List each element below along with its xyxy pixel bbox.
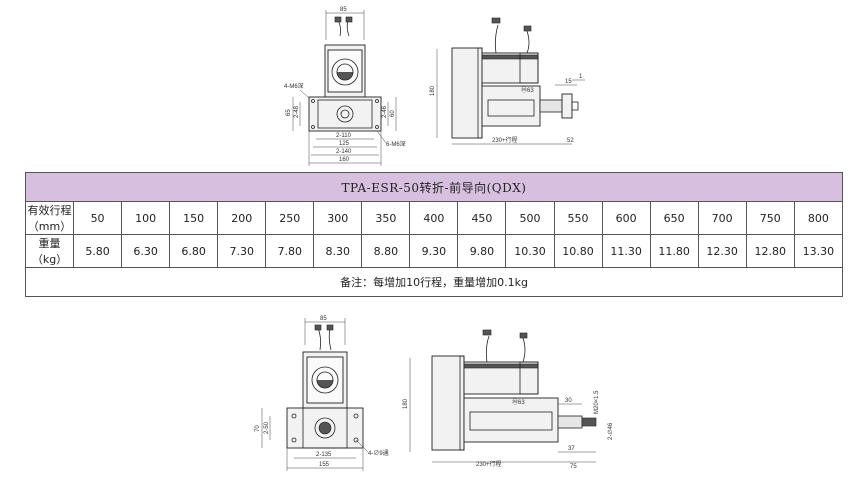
weight-cell: 12.80 [745, 234, 795, 268]
stroke-cell: 200 [217, 201, 267, 235]
stroke-row: 有效行程（mm） 50 100 150 200 250 300 350 400 … [24, 201, 844, 235]
dim-h65: 65 [286, 109, 292, 116]
dim-shaft: 2-∅46 [607, 422, 614, 440]
weight-cell: 6.30 [121, 234, 171, 268]
dim-d30: 30 [565, 398, 572, 404]
dim-d1: 1 [579, 74, 583, 80]
stroke-cell: 600 [601, 201, 651, 235]
dim-w155: 155 [319, 462, 330, 468]
dim-stroke: 230+行程 [492, 136, 518, 144]
stroke-cell: 350 [361, 201, 411, 235]
dim-h70: 70 [255, 425, 261, 432]
stroke-cell: 50 [73, 201, 123, 235]
weight-cell: 11.30 [601, 234, 651, 268]
top-side-view: 180 Ⓜ63 15 1 230+行程 52 [430, 17, 585, 145]
stroke-cell: 250 [265, 201, 315, 235]
dim-h248: 2-48 [294, 105, 300, 118]
dim-w125: 125 [339, 141, 350, 147]
stroke-cell: 300 [313, 201, 363, 235]
dim-d15: 15 [565, 79, 572, 85]
stroke-cell: 500 [505, 201, 555, 235]
top-front-view: 85 4-M6深 65 2-48 2-46 60 2-110 125 [284, 7, 406, 166]
stroke-cell: 100 [121, 201, 171, 235]
weight-cell: 5.80 [73, 234, 123, 268]
dim-w2140: 2-140 [336, 149, 352, 155]
dim-h246: 2-46 [382, 105, 388, 118]
weight-cell: 6.80 [169, 234, 219, 268]
bottom-front-view: 85 70 2-50 2-135 155 4-∅9通 [255, 316, 389, 471]
weight-cell: 7.30 [217, 234, 267, 268]
stroke-cell: 450 [457, 201, 507, 235]
stroke-cell: 150 [169, 201, 219, 235]
stroke-cell: 700 [697, 201, 747, 235]
weight-cell: 11.80 [649, 234, 699, 268]
dim-thread: M20×1.5 [594, 390, 600, 414]
dim-h60: 60 [390, 110, 396, 117]
spec-table: TPA-ESR-50转折-前导向(QDX) 有效行程（mm） 50 100 15… [24, 172, 844, 297]
dim-d37: 37 [568, 446, 575, 452]
dim-hole-4m6: 4-M6深 [284, 82, 304, 90]
weight-label: 重量（kg） [24, 234, 75, 268]
dim-h250: 2-50 [264, 421, 270, 434]
dim-bottom-stroke: 230+行程 [476, 460, 502, 468]
weight-cell: 8.30 [313, 234, 363, 268]
stroke-cell: 650 [649, 201, 699, 235]
dim-bore: Ⓜ63 [521, 86, 534, 94]
weight-cell: 7.80 [265, 234, 315, 268]
weight-cell: 9.30 [409, 234, 459, 268]
weight-cell: 13.30 [793, 234, 844, 268]
stroke-cell: 400 [409, 201, 459, 235]
dim-side-h180: 180 [430, 85, 436, 96]
weight-row: 重量（kg） 5.80 6.30 6.80 7.30 7.80 8.30 8.8… [24, 234, 844, 268]
stroke-cell: 800 [793, 201, 844, 235]
dim-d52: 52 [567, 138, 574, 144]
weight-cell: 9.80 [457, 234, 507, 268]
stroke-cell: 550 [553, 201, 603, 235]
dim-hole-4d9: 4-∅9通 [368, 449, 389, 457]
weight-cell: 10.30 [505, 234, 555, 268]
dim-top-85: 85 [340, 7, 347, 13]
bottom-side-view: 180 Ⓜ63 30 M20×1.5 2-∅46 37 230+行程 75 [403, 329, 614, 470]
dim-bottom-85: 85 [320, 316, 327, 322]
dim-bottom-bore: Ⓜ63 [512, 398, 525, 406]
stroke-cell: 750 [745, 201, 795, 235]
weight-cell: 8.80 [361, 234, 411, 268]
weight-cell: 10.80 [553, 234, 603, 268]
table-note: 备注：每增加10行程，重量增加0.1kg [25, 267, 843, 297]
dim-w2110: 2-110 [336, 133, 352, 139]
dim-d75: 75 [570, 464, 577, 470]
weight-cell: 12.30 [697, 234, 747, 268]
dim-w160: 160 [339, 157, 350, 163]
stroke-label: 有效行程（mm） [24, 201, 75, 235]
dim-w2135: 2-135 [316, 452, 332, 458]
dim-hole-6m6: 6-M6深 [386, 140, 406, 148]
table-title: TPA-ESR-50转折-前导向(QDX) [25, 172, 843, 202]
dim-bottom-h180: 180 [403, 398, 409, 409]
